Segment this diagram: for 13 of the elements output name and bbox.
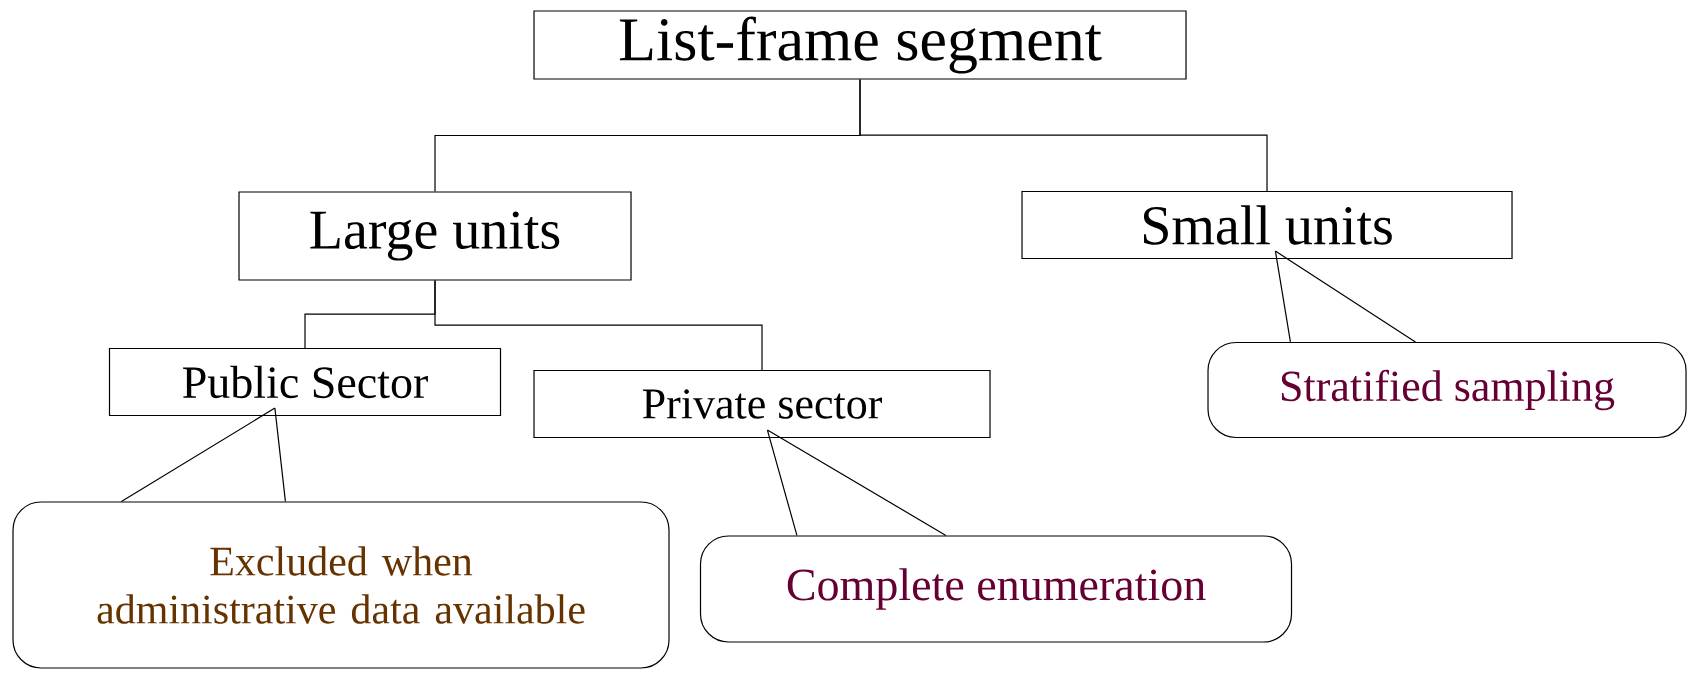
label-box: Large units: [238, 191, 632, 281]
connector-line: [434, 280, 763, 371]
label-box: Private sector: [533, 369, 991, 439]
label-box: Small units: [1021, 190, 1513, 260]
callout-tail: [766, 429, 947, 536]
callout-bubble: Excluded when administrative data available: [12, 501, 670, 669]
label-box: Public Sector: [108, 347, 502, 417]
callout-tail: [120, 407, 286, 502]
callout-tail: [1274, 250, 1416, 343]
callout-bubble: Complete enumeration: [699, 535, 1293, 643]
connector-line: [859, 79, 1268, 192]
label-box: List-frame segment: [533, 10, 1187, 80]
callout-bubble: Stratified sampling: [1207, 341, 1687, 439]
